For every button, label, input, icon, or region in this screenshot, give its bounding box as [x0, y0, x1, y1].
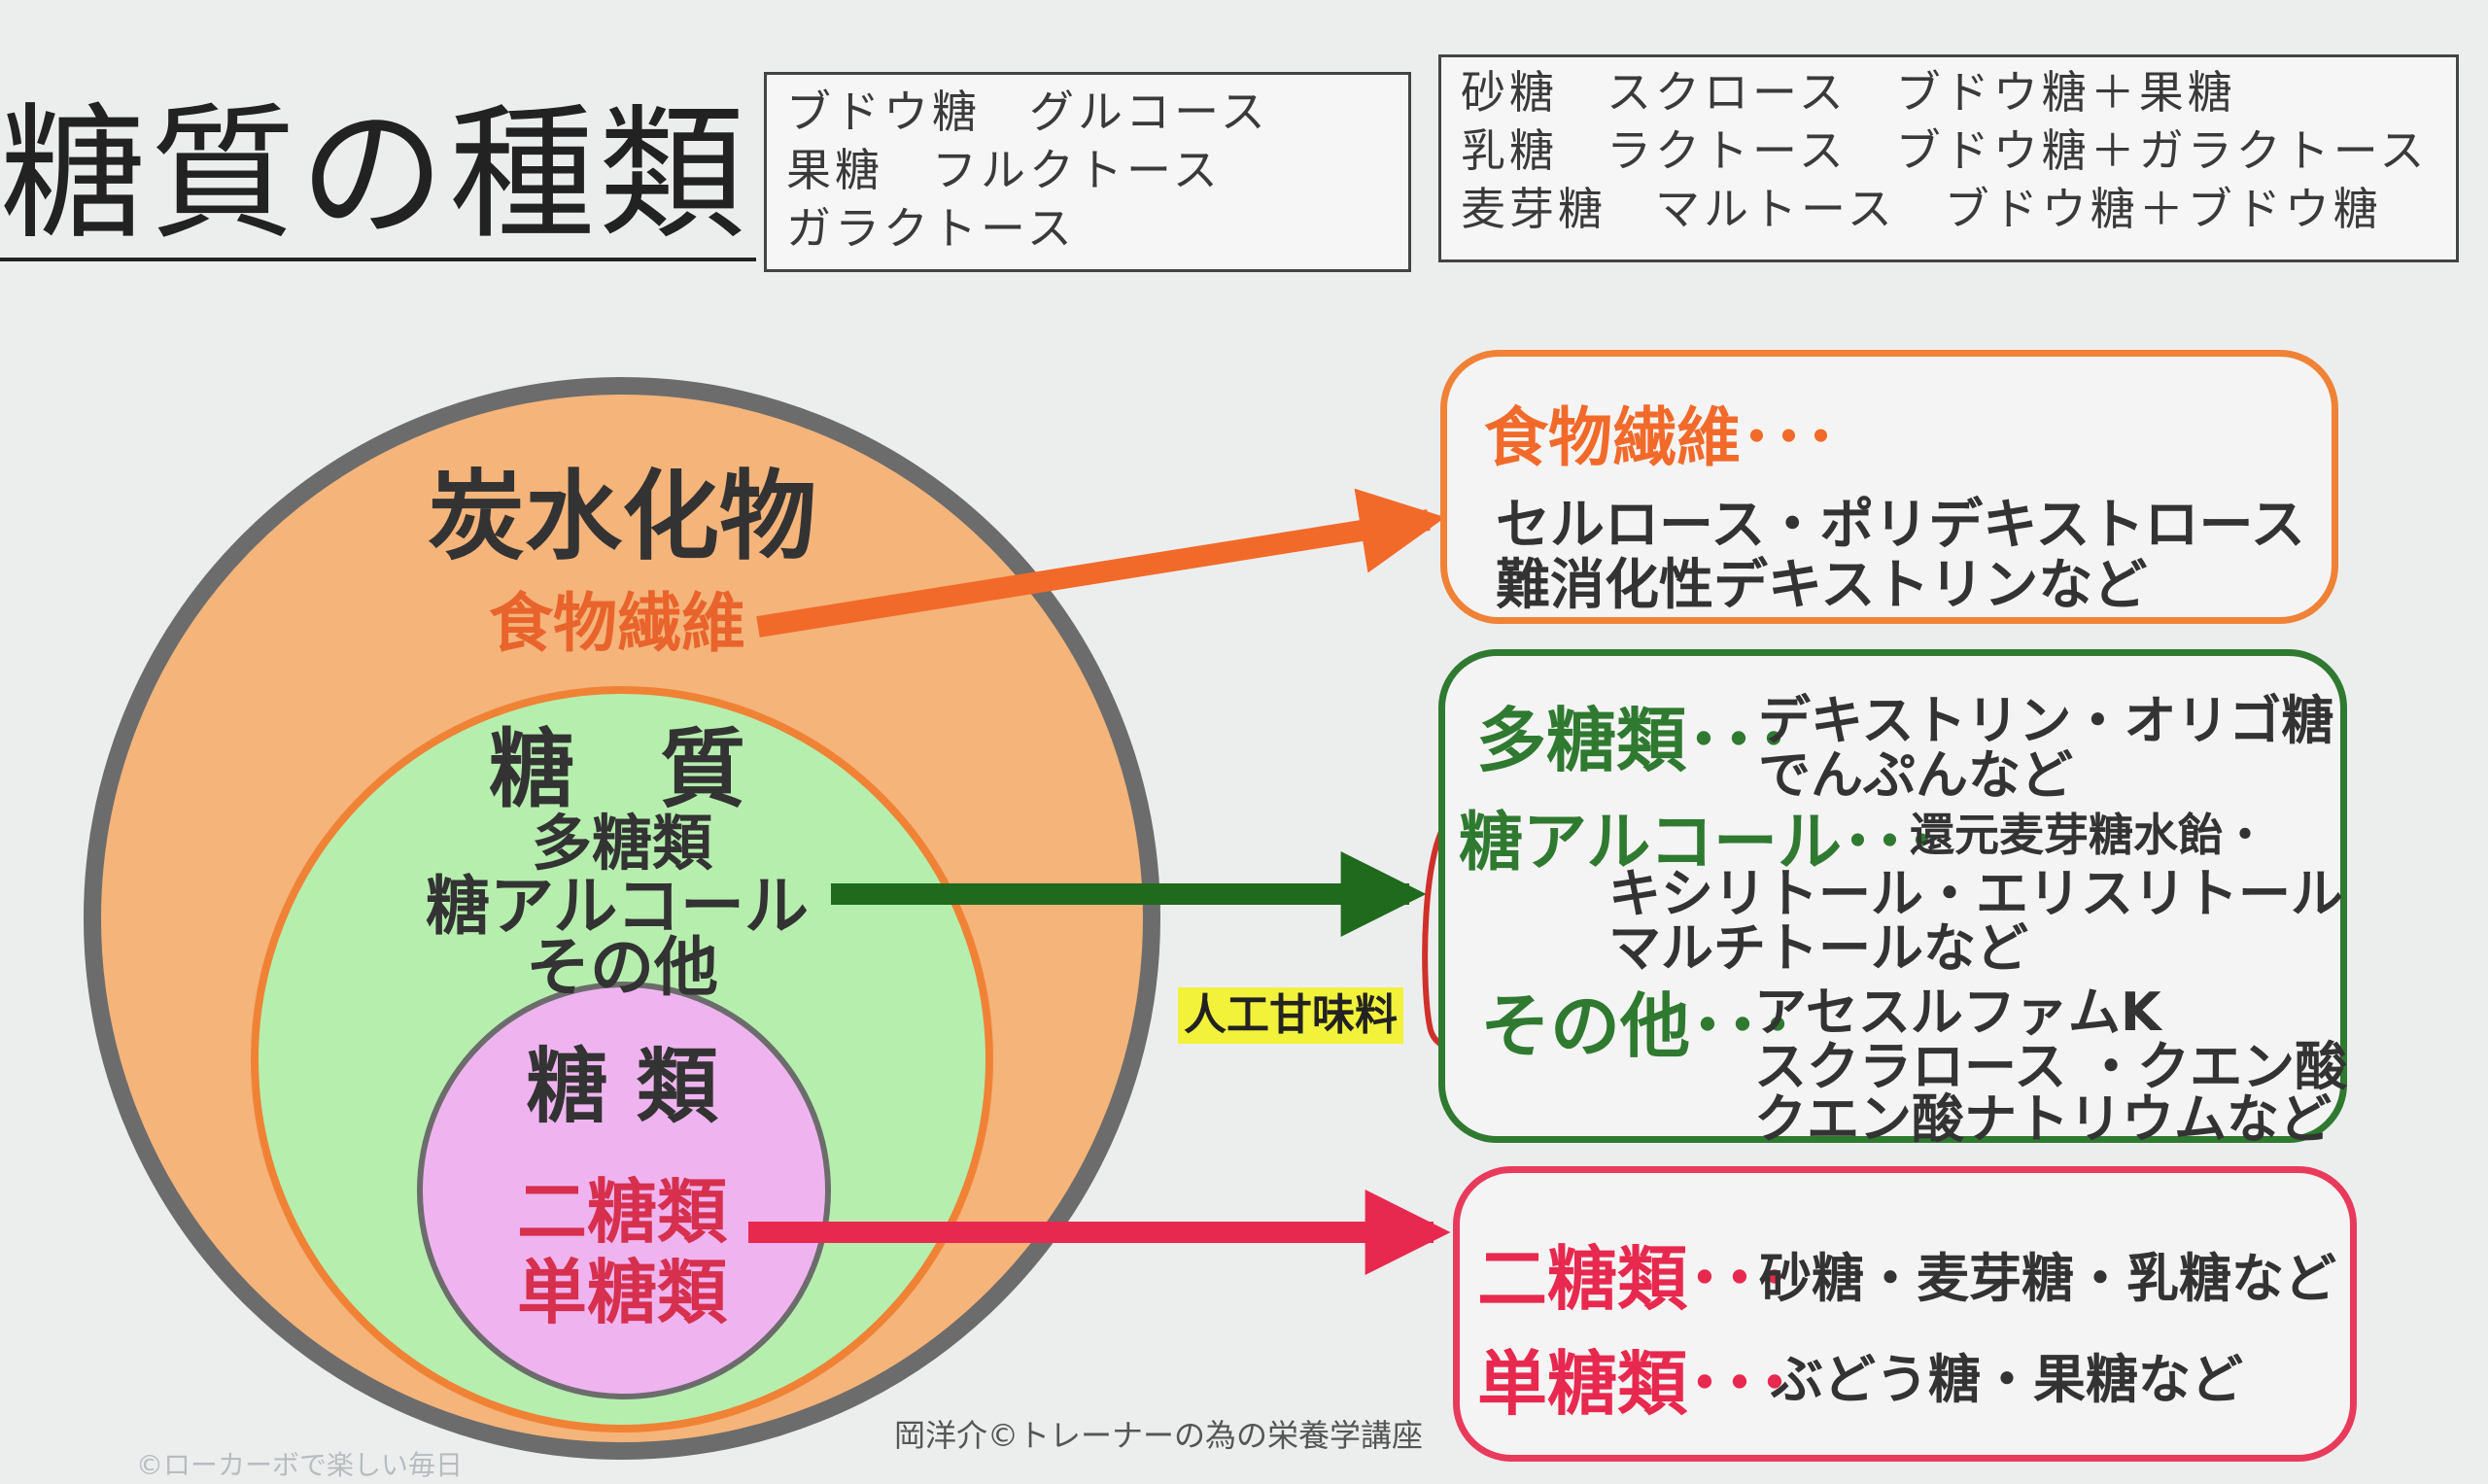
fiber-box-heading: 食物繊維･･･	[1484, 400, 1837, 475]
monosaccharide-gloss: ブドウ糖 グルコース 果糖 フルクトース ガラクトース	[764, 72, 1411, 272]
monosaccharide-text: ぶどう糖・果糖など	[1771, 1349, 2243, 1410]
disaccharide-heading: 二糖類･･･	[1477, 1238, 1793, 1320]
gloss-line: ガラクトース	[786, 202, 1076, 255]
watermark: ©ローカーボで楽しい毎日	[136, 1449, 464, 1481]
fiber-box: 食物繊維･･･ セルロース・ポリデキストロース 難消化性デキストリンなど	[1440, 350, 2338, 624]
monosaccharide-label: 単糖類	[516, 1252, 728, 1333]
disaccharide-text: 砂糖・麦芽糖・乳糖など	[1759, 1248, 2336, 1309]
gloss-line: ブドウ糖 グルコース	[786, 86, 1269, 138]
sugar-circle	[417, 982, 831, 1399]
fiber-label: 食物繊維	[489, 586, 745, 661]
saccharide-label: 糖 質	[488, 719, 746, 819]
gloss-line: 麦芽糖 マルトース ブドウ糖＋ブドウ糖	[1461, 183, 2382, 235]
polysaccharide-label: 多糖類	[531, 808, 713, 879]
page-title: 糖質の種類	[0, 92, 757, 261]
sugar-alcohol-label: 糖アルコール	[425, 869, 810, 944]
sugar-alcohol-line: キシリトール・エリスリトール	[1608, 863, 2343, 924]
fiber-box-line: 難消化性デキストリンなど	[1496, 554, 2148, 617]
sugar-label: 糖 類	[526, 1039, 718, 1134]
carbohydrate-label: 炭水化物	[428, 460, 816, 573]
gloss-line: 乳糖 ラクトース ブドウ糖＋ガラクトース	[1461, 124, 2429, 177]
polysaccharide-line: でんぷんなど	[1758, 744, 2073, 806]
other-line: クエン酸ナトリウムなど	[1754, 1088, 2332, 1150]
fiber-arrow	[756, 488, 1446, 638]
sugar-box: 二糖類･･･ 砂糖・麦芽糖・乳糖など 単糖類･･･ ぶどう糖・果糖など	[1453, 1166, 2357, 1462]
sugar-alcohol-heading: 糖アルコール･･･	[1459, 805, 1939, 880]
footer-credit: 岡洋介©トレーナーの為の栄養学講座	[894, 1417, 1424, 1454]
polysaccharide-heading: 多糖類･･･	[1476, 700, 1792, 781]
sugar-alcohol-line: 還元麦芽糖水飴・	[1910, 809, 2267, 861]
disaccharide-label: 二糖類	[516, 1171, 728, 1253]
other-line: スクラロース ・クエン酸	[1754, 1036, 2348, 1097]
fiber-box-line: セルロース・ポリデキストロース	[1496, 494, 2305, 557]
polysaccharide-line: デキストリン・オリゴ糖	[1758, 690, 2334, 751]
gloss-line: 果糖 フルクトース	[786, 144, 1222, 196]
other-label: その他	[526, 930, 718, 1005]
sugar-alcohol-line: マルチトールなど	[1608, 917, 2028, 979]
saccharide-box: 多糖類･･･ デキストリン・オリゴ糖 でんぷんなど 糖アルコール･･･ 還元麦芽…	[1438, 649, 2348, 1150]
disaccharide-gloss: 砂糖 スクロース ブドウ糖＋果糖 乳糖 ラクトース ブドウ糖＋ガラクトース 麦芽…	[1438, 54, 2459, 262]
monosaccharide-heading: 単糖類･･･	[1477, 1343, 1793, 1425]
other-heading: その他･･･	[1480, 985, 1796, 1067]
artificial-sweetener-label: 人工甘味料	[1178, 987, 1403, 1044]
gloss-line: 砂糖 スクロース ブドウ糖＋果糖	[1461, 66, 2236, 119]
other-line: アセスルファムK	[1754, 982, 2161, 1043]
